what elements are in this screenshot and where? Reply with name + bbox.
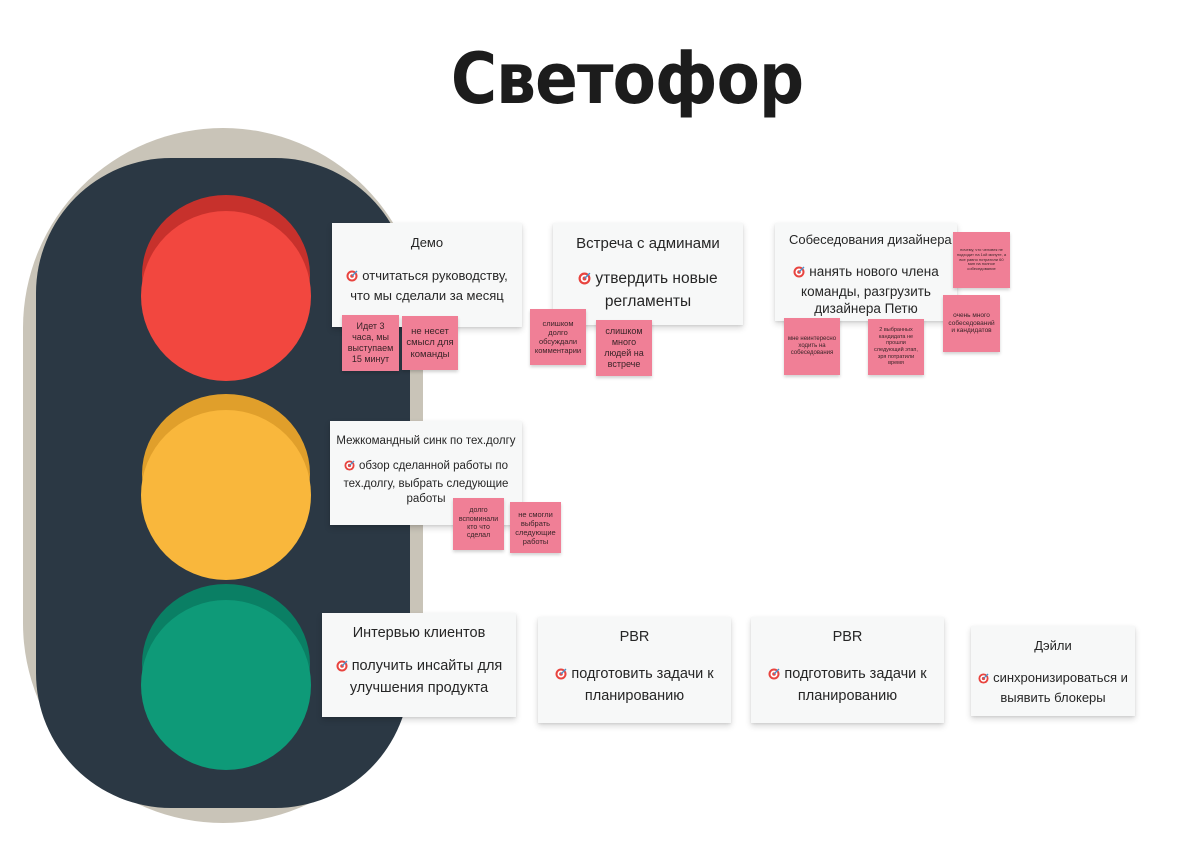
card-goal: отчитаться руководству, что мы сделали з… [350, 268, 508, 303]
sticky-note: очень много собеседований и кандидатов [943, 295, 1000, 352]
target-icon [346, 269, 358, 287]
target-icon [578, 271, 591, 292]
meeting-card-daily: Дэйли синхронизироваться и выявить блоке… [971, 626, 1135, 716]
card-title: Демо [410, 235, 444, 250]
meeting-card-pbr-1: PBR подготовить задачи к планированию [538, 617, 731, 723]
meeting-card-designer-interviews: Собеседования дизайнера нанять нового чл… [775, 223, 957, 321]
target-icon [555, 666, 567, 686]
card-goal: подготовить задачи к планированию [784, 666, 927, 705]
card-title: Интервью клиентов [352, 625, 486, 641]
meeting-card-pbr-2: PBR подготовить задачи к планированию [751, 617, 944, 723]
meeting-card-client-interviews: Интервью клиентов получить инсайты для у… [322, 613, 516, 717]
card-title: PBR [832, 629, 863, 645]
traffic-light [23, 128, 423, 823]
card-title: Собеседования дизайнера [789, 232, 952, 247]
sticky-note: Идет 3 часа, мы выступаем 15 минут [342, 315, 399, 371]
card-goal: получить инсайты для улучшения продукта [349, 658, 503, 696]
card-title: Встреча с админами [576, 235, 720, 252]
target-icon [344, 460, 355, 477]
page-title: Светофор [450, 38, 804, 120]
card-goal: подготовить задачи к планированию [571, 666, 714, 705]
card-title: Межкомандный синк по тех.долгу [336, 435, 516, 447]
target-icon [768, 666, 780, 686]
card-goal: обзор сделанной работы по тех.долгу, выб… [343, 460, 509, 506]
card-title: PBR [619, 629, 650, 645]
card-goal: утвердить новые регламенты [595, 270, 718, 310]
target-icon [978, 671, 989, 689]
sticky-note: не несет смысл для команды [402, 316, 458, 370]
sticky-note: 2 выбранных кандидата не прошли следующи… [868, 319, 924, 375]
target-icon [336, 659, 348, 679]
target-icon [793, 265, 805, 283]
card-goal: синхронизироваться и выявить блокеры [993, 670, 1128, 705]
sticky-note: слишком долго обсуждали комментарии [530, 309, 586, 365]
sticky-note: долго вспоминали кто что сделал [453, 498, 504, 550]
green-light [141, 600, 311, 770]
meeting-card-demo: Демо отчитаться руководству, что мы сдел… [332, 223, 522, 327]
sticky-note: не смогли выбрать следующие работы [510, 502, 561, 553]
sticky-note: слишком много людей на встрече [596, 320, 652, 376]
card-goal: нанять нового члена команды, разгрузить … [801, 264, 939, 317]
sticky-note: мне неинтересно ходить на собеседования [784, 318, 840, 375]
sticky-note: почему, что человек не подходит на 1ой м… [953, 232, 1010, 288]
card-title: Дэйли [1034, 638, 1072, 653]
yellow-light [141, 410, 311, 580]
meeting-card-admins: Встреча с админами утвердить новые регла… [553, 223, 743, 325]
red-light [141, 211, 311, 381]
